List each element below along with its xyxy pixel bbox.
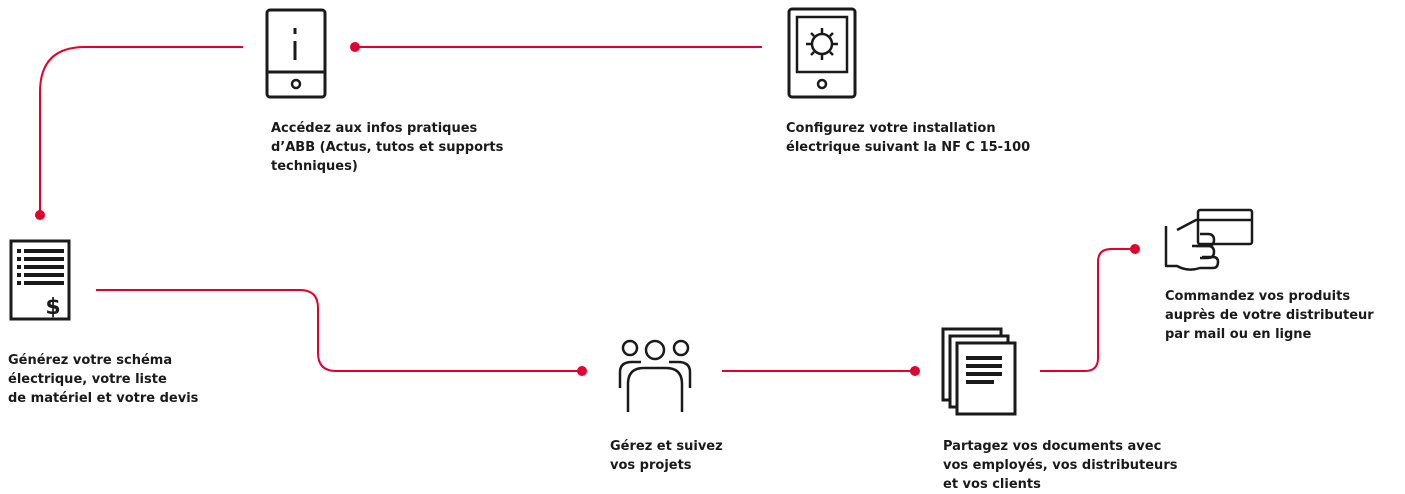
caption-line: Partagez vos documents avec bbox=[943, 439, 1162, 454]
caption-line: Configurez votre installation bbox=[786, 121, 996, 136]
connector-dot bbox=[35, 210, 45, 220]
caption-line: de matériel et votre devis bbox=[8, 391, 199, 406]
invoice-icon: $ bbox=[9, 239, 71, 321]
caption-line: vos projets bbox=[610, 458, 692, 473]
connector-infos-to-generate bbox=[39, 46, 243, 215]
caption-line: Commandez vos produits bbox=[1165, 289, 1351, 304]
caption-line: vos employés, vos distributeurs bbox=[943, 458, 1178, 473]
caption-line: auprès de votre distributeur bbox=[1165, 308, 1374, 323]
step-order-caption: Commandez vos produits auprès de votre d… bbox=[1165, 287, 1374, 344]
caption-line: d’ABB (Actus, tutos et supports bbox=[271, 140, 504, 155]
step-configure-caption: Configurez votre installation électrique… bbox=[786, 119, 1030, 157]
caption-line: électrique, votre liste bbox=[8, 372, 167, 387]
connector-generate-to-manage bbox=[96, 289, 582, 372]
connector-dot bbox=[350, 42, 360, 52]
caption-line: et vos clients bbox=[943, 477, 1041, 492]
caption-line: par mail ou en ligne bbox=[1165, 327, 1312, 342]
team-icon bbox=[618, 339, 692, 412]
step-share-caption: Partagez vos documents avec vos employés… bbox=[943, 437, 1177, 494]
connector-share-to-order bbox=[1040, 248, 1135, 372]
settings-tablet-icon bbox=[787, 7, 857, 99]
caption-line: Accédez aux infos pratiques bbox=[271, 121, 478, 136]
caption-line: électrique suivant la NF C 15-100 bbox=[786, 140, 1031, 155]
info-tablet-icon bbox=[265, 8, 327, 99]
documents-stack-icon bbox=[941, 327, 1017, 416]
step-manage-caption: Gérez et suivez vos projets bbox=[610, 437, 723, 475]
caption-line: Gérez et suivez bbox=[610, 439, 723, 454]
connector-dot bbox=[910, 366, 920, 376]
svg-text:$: $ bbox=[45, 295, 60, 320]
step-generate-caption: Générez votre schéma électrique, votre l… bbox=[8, 351, 198, 408]
hand-card-icon bbox=[1164, 208, 1254, 271]
caption-line: techniques) bbox=[271, 159, 358, 174]
connector-dot bbox=[1130, 244, 1140, 254]
caption-line: Générez votre schéma bbox=[8, 353, 173, 368]
step-infos-caption: Accédez aux infos pratiques d’ABB (Actus… bbox=[271, 119, 503, 176]
connector-dot bbox=[577, 366, 587, 376]
